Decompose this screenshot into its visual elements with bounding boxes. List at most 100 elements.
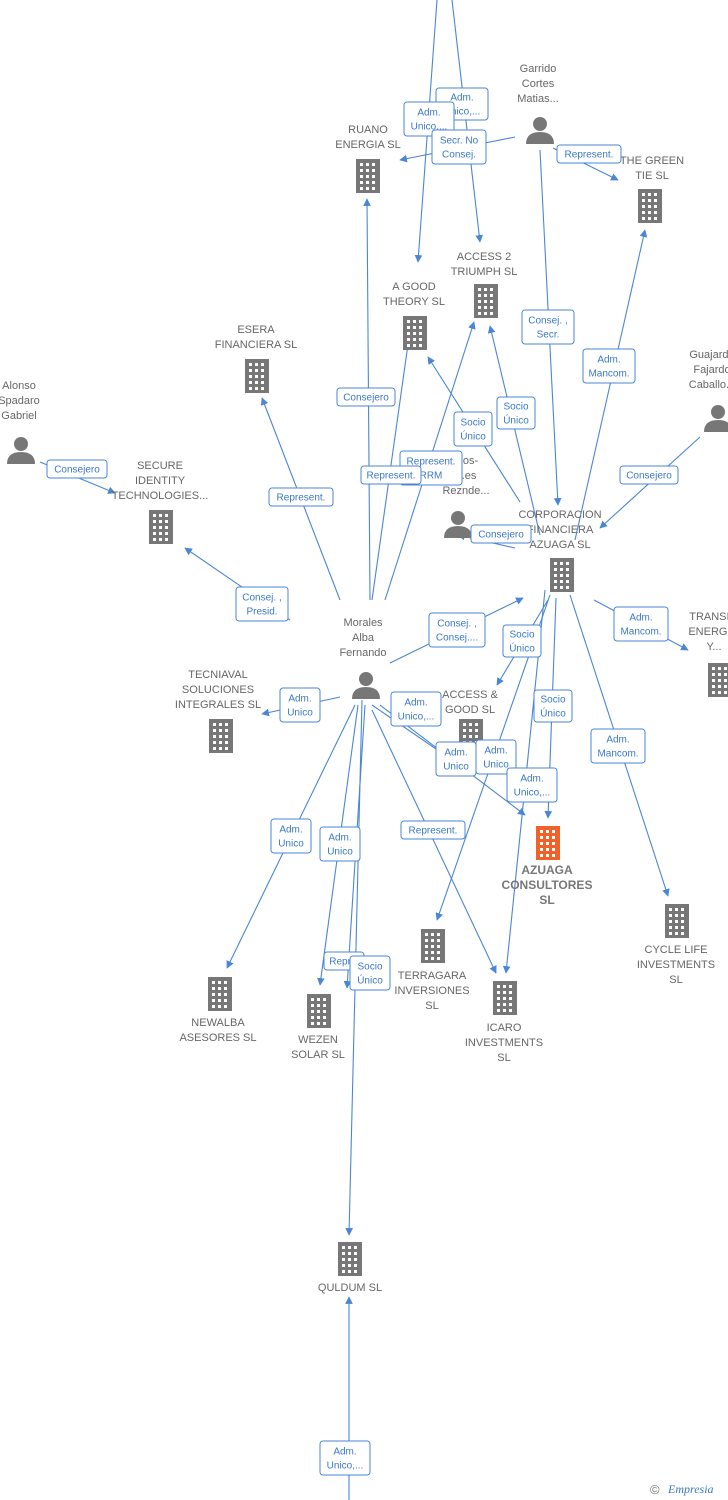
relation-text: Único xyxy=(540,707,566,720)
building-icon xyxy=(708,663,728,697)
relation-label-r14[interactable]: Consejero xyxy=(46,459,108,479)
node-label-line: FINANCIERA SL xyxy=(215,339,298,351)
relation-label-r25[interactable]: Adm.Unico,... xyxy=(506,767,558,803)
relation-text: Represent. xyxy=(367,471,416,482)
relation-box xyxy=(521,309,575,345)
relation-box xyxy=(496,396,536,430)
relation-label-r6[interactable]: Adm.Mancom. xyxy=(582,348,636,384)
relation-box xyxy=(336,387,396,407)
relation-text: Presid. xyxy=(246,607,277,618)
relation-label-r23[interactable]: Adm.Unico xyxy=(435,741,477,777)
building-icon xyxy=(474,284,498,318)
node-label-line: INVESTMENTS xyxy=(637,959,715,971)
relation-box xyxy=(533,689,573,723)
relation-label-r2[interactable]: Adm.Unico,... xyxy=(403,101,455,137)
relation-label-r7[interactable]: Consejero xyxy=(619,465,679,485)
building-icon xyxy=(403,316,427,350)
relation-label-r13[interactable]: Consejero xyxy=(336,387,396,407)
building-icon xyxy=(356,159,380,193)
relation-text: Unico,... xyxy=(444,107,481,118)
relation-label-r4[interactable]: Represent. xyxy=(556,144,622,164)
relation-box xyxy=(502,624,542,658)
relation-text: Socio xyxy=(503,402,528,413)
relation-text: Consejero xyxy=(54,465,100,476)
relation-label-r17[interactable]: Consej. ,Consej.... xyxy=(428,612,486,648)
relation-label-r32[interactable]: Adm.Unico,... xyxy=(319,1440,371,1476)
node-garrido[interactable]: GarridoCortesMatias... xyxy=(517,63,559,144)
building-icon xyxy=(493,981,517,1015)
relation-text: Secr. xyxy=(537,330,560,341)
relation-text: Secr. No xyxy=(440,136,479,147)
relation-box xyxy=(390,691,442,727)
relation-text: Adm. xyxy=(520,774,543,785)
node-label-line: ACCESS & xyxy=(442,689,498,701)
edge-2 xyxy=(451,0,484,243)
building-icon xyxy=(550,558,574,592)
brand-logo[interactable]: Empresia xyxy=(667,1482,714,1496)
relation-text: Represent. xyxy=(565,150,614,161)
node-quldum[interactable]: QULDUM SL xyxy=(318,1242,382,1294)
relation-label-r12[interactable]: Represent. xyxy=(268,487,334,507)
relation-text: Consejero xyxy=(343,393,389,404)
footer: © Empresia xyxy=(650,1482,714,1497)
relation-box xyxy=(279,687,321,723)
relation-text: RRM xyxy=(420,471,443,482)
relation-label-r20[interactable]: Adm.Unico xyxy=(279,687,321,723)
relation-text: Socio xyxy=(357,962,382,973)
relation-label-r24[interactable]: Adm.Unico xyxy=(475,739,517,775)
relation-text: Adm. xyxy=(444,748,467,759)
relation-label-r19[interactable]: Adm.Mancom. xyxy=(613,606,669,642)
relation-label-r27[interactable]: Adm.Unico xyxy=(270,818,312,854)
relation-label-r29[interactable]: Represent. xyxy=(400,820,466,840)
relation-text: Unico xyxy=(327,847,353,858)
relation-box xyxy=(319,1440,371,1476)
node-guajardo[interactable]: GuajardoFajardoCaballo... xyxy=(689,349,728,432)
person-icon xyxy=(444,511,472,538)
relation-box xyxy=(613,606,669,642)
relation-label-r5[interactable]: Consej. ,Secr. xyxy=(521,309,575,345)
person-icon xyxy=(7,437,35,464)
node-label-line: SL xyxy=(497,1052,510,1064)
node-label-line: SL xyxy=(669,974,682,986)
relation-box xyxy=(506,767,558,803)
relation-box xyxy=(590,728,646,764)
relation-box xyxy=(619,465,679,485)
relation-label-r28[interactable]: Adm.Unico xyxy=(319,826,361,862)
relation-text: Único xyxy=(509,642,535,655)
relation-label-r16[interactable]: Consej. ,Presid. xyxy=(235,586,289,622)
relation-box xyxy=(400,820,466,840)
relation-text: Adm. xyxy=(629,613,652,624)
building-icon xyxy=(149,510,173,544)
relation-label-r15[interactable]: Consejero xyxy=(470,524,532,544)
relation-label-r26[interactable]: Adm.Mancom. xyxy=(590,728,646,764)
node-secure[interactable]: SECUREIDENTITYTECHNOLOGIES... xyxy=(112,460,209,544)
relation-text: Mancom. xyxy=(597,749,638,760)
node-transit[interactable]: TRANSI...ENERGI...Y... xyxy=(688,611,728,697)
relation-text: Consejero xyxy=(478,530,524,541)
relation-label-r11[interactable]: Represent. xyxy=(360,465,422,485)
relation-label-r21[interactable]: Adm.Unico,... xyxy=(390,691,442,727)
relation-text: Consejero xyxy=(626,471,672,482)
relation-box xyxy=(470,524,532,544)
